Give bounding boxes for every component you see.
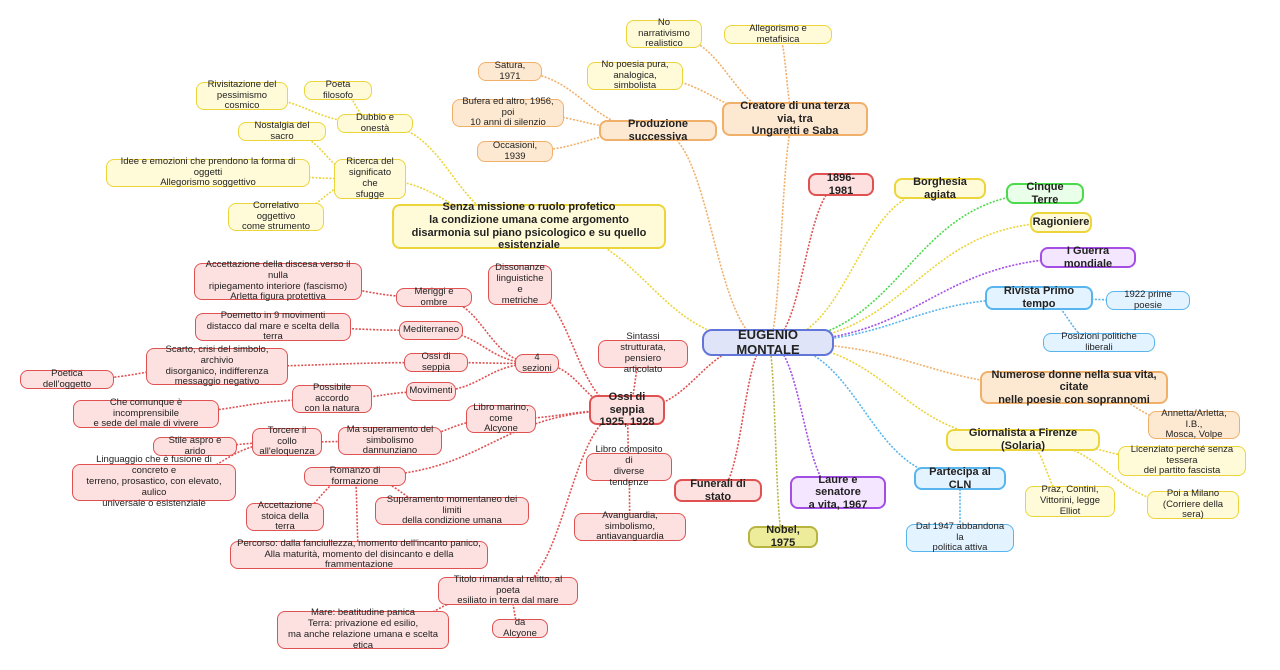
- node-accettazione-discesa[interactable]: Accettazione della discesa verso il null…: [194, 259, 362, 302]
- connector-romanzo-percorso: [354, 475, 360, 556]
- node-ragioniere[interactable]: Ragioniere: [1030, 212, 1092, 233]
- node-numerose-donne[interactable]: Numerose donne nella sua vita, citate ne…: [980, 369, 1168, 406]
- connector-root-borghesia: [767, 187, 941, 344]
- node-sezione-ossi[interactable]: Ossi di seppia: [404, 351, 468, 372]
- connector-root-nobel: [767, 341, 784, 538]
- node-sintassi-strutturata[interactable]: Sintassi strutturata, pensiero articolat…: [598, 331, 688, 375]
- node-poetica-oggetto[interactable]: Poetica dell'oggetto: [20, 368, 114, 389]
- node-mediterraneo[interactable]: Mediterraneo: [399, 321, 463, 340]
- connector-root-ragioniere: [767, 221, 1062, 344]
- node-libro-composito[interactable]: Libro composito di diverse tendenze: [586, 444, 672, 488]
- node-rivista-primo-tempo[interactable]: Rivista Primo tempo: [985, 285, 1093, 310]
- node-nobel[interactable]: Nobel, 1975: [748, 524, 818, 549]
- node-occasioni[interactable]: Occasioni, 1939: [477, 140, 553, 162]
- node-terza-via[interactable]: Creatore di una terza via, tra Ungaretti…: [722, 100, 868, 137]
- node-ricerca-significato[interactable]: Ricerca del significato che sfugge: [334, 156, 406, 200]
- node-cinque-terre[interactable]: Cinque Terre: [1006, 181, 1084, 206]
- node-poeta-filosofo[interactable]: Poeta filosofo: [304, 79, 372, 100]
- connector-sezioni-meriggi: [433, 296, 538, 365]
- node-satura[interactable]: Satura, 1971: [478, 60, 542, 81]
- connector-libromarino-superdann: [389, 418, 502, 442]
- node-bufera[interactable]: Bufera ed altro, 1956, poi 10 anni di si…: [452, 96, 564, 128]
- node-4-sezioni[interactable]: 4 sezioni: [515, 352, 559, 373]
- node-licenziato[interactable]: Licenziato perché senza tessera del part…: [1118, 444, 1246, 476]
- node-giornalista-firenze[interactable]: Giornalista a Firenze (Solaria): [946, 427, 1100, 452]
- node-dates[interactable]: 1896-1981: [808, 172, 874, 197]
- node-meriggi-ombre[interactable]: Meriggi e ombre: [396, 286, 472, 307]
- connector-produzione-satura: [509, 70, 659, 132]
- node-percorso[interactable]: Percorso: dalla fanciullezza, momento de…: [230, 538, 488, 570]
- connector-root-terza: [767, 118, 796, 344]
- node-rivisitazione-pessimismo[interactable]: Rivisitazione del pessimismo cosmico: [196, 79, 288, 111]
- node-no-narrativismo[interactable]: No narrativismo realistico: [626, 17, 702, 49]
- node-nostalgia-sacro[interactable]: Nostalgia del sacro: [238, 120, 326, 141]
- node-idee-emozioni[interactable]: Idee e emozioni che prendono la forma di…: [106, 156, 310, 188]
- node-accettazione-stoica[interactable]: Accettazione stoica della terra: [246, 500, 324, 532]
- node-ossi-di-seppia[interactable]: Ossi di seppia 1925, 1928: [589, 391, 665, 428]
- node-produzione-successiva[interactable]: Produzione successiva: [599, 118, 717, 143]
- node-senza-missione[interactable]: Senza missione o ruolo profetico la cond…: [392, 201, 666, 251]
- node-linguaggio-fusione[interactable]: Linguaggio che è fusione di concreto e t…: [72, 454, 236, 509]
- node-poemetto[interactable]: Poemetto in 9 movimenti distacco dal mar…: [195, 310, 351, 342]
- node-mare-terra[interactable]: Mare: beatitudine panica Terra: privazio…: [277, 607, 449, 651]
- node-posizioni-politiche[interactable]: Posizioni politiche liberali: [1043, 331, 1155, 352]
- node-incomprensibile[interactable]: Che comunque è incomprensibile e sede de…: [73, 397, 219, 429]
- node-possibile-accordo[interactable]: Possibile accordo con la natura: [292, 382, 372, 414]
- node-no-poesia-pura[interactable]: No poesia pura, analogica, simbolista: [587, 59, 683, 91]
- node-avanguardia[interactable]: Avanguardia, simbolismo, antiavanguardia: [574, 510, 686, 542]
- node-partecipa-cln[interactable]: Partecipa al CLN: [914, 466, 1006, 491]
- node-laure-senatore[interactable]: Laure e senatore a vita, 1967: [790, 474, 886, 511]
- connector-root-funerali: [717, 341, 769, 492]
- node-allegorismo-metafisica[interactable]: Allegorismo e metafisica: [724, 23, 832, 44]
- node-dissonanze[interactable]: Dissonanze linguistiche e metriche: [488, 262, 552, 306]
- node-dubbio-onesta[interactable]: Dubbio e onestà: [337, 112, 413, 133]
- node-romanzo-formazione[interactable]: Romanzo di formazione: [304, 465, 406, 486]
- node-abbandona-politica[interactable]: Dal 1947 abbandona la politica attiva: [906, 521, 1014, 553]
- node-superamento-dannunziano[interactable]: Ma superamento del simbolismo dannunzian…: [338, 424, 442, 456]
- node-poi-milano[interactable]: Poi a Milano (Corriere della sera): [1147, 488, 1239, 520]
- central-topic[interactable]: EUGENIO MONTALE: [702, 327, 834, 356]
- node-funerali-stato[interactable]: Funerali di stato: [674, 478, 762, 503]
- node-praz-contini[interactable]: Praz, Contini, Vittorini, legge Elliot: [1025, 484, 1115, 517]
- node-torcere-collo[interactable]: Torcere il collo all'eloquenza: [252, 425, 322, 457]
- node-correlativo-oggettivo[interactable]: Correlativo oggettivo come strumento: [228, 200, 324, 232]
- node-guerra-mondiale[interactable]: I Guerra mondiale: [1040, 245, 1136, 270]
- node-borghesia-agiata[interactable]: Borghesia agiata: [894, 176, 986, 201]
- node-superamento-momentaneo[interactable]: Superamento momentaneo dei limiti della …: [375, 494, 529, 526]
- connector-root-produzione: [657, 129, 769, 344]
- node-titolo-relitto[interactable]: Titolo rimanda al relitto, al poeta esil…: [438, 574, 578, 606]
- node-da-alcyone[interactable]: da Alcyone: [492, 617, 548, 638]
- node-movimenti[interactable]: Movimenti: [406, 382, 456, 401]
- node-soprannomi[interactable]: Annetta/Arletta, I.B., Mosca, Volpe: [1148, 408, 1240, 440]
- node-prime-poesie[interactable]: 1922 prime poesie: [1106, 289, 1190, 310]
- node-stile-aspro[interactable]: Stile aspro e arido: [153, 435, 237, 456]
- node-scarto-simbolo[interactable]: Scarto, crisi del simbolo, archivio diso…: [146, 344, 288, 387]
- connector-root-cln: [767, 341, 961, 480]
- node-libro-marino[interactable]: Libro marino, come Alcyone: [466, 402, 536, 434]
